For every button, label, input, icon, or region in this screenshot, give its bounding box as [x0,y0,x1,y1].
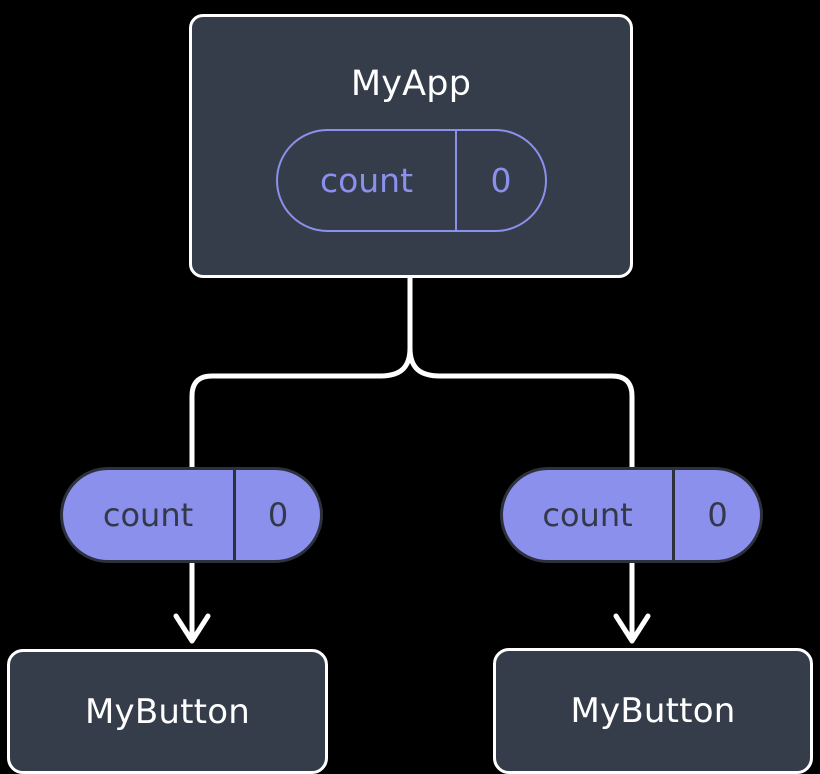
props-pill-value: 0 [267,496,289,534]
edge-to-left-child [189,345,413,470]
props-pill-key: count [63,470,236,560]
state-pill-key: count [278,131,457,230]
arrow-head-right [613,613,651,644]
props-pill-key: count [503,470,675,560]
props-pill-value: 0 [707,496,728,534]
state-pill-myapp[interactable]: count 0 [276,129,547,232]
component-label-mybutton: MyButton [570,691,736,731]
edge-to-right-child [407,345,635,470]
component-node-mybutton-left[interactable]: MyButton [7,649,328,774]
props-pill-right[interactable]: count 0 [500,467,763,563]
component-label-myapp: MyApp [350,64,472,104]
props-pill-left[interactable]: count 0 [60,467,323,563]
component-label-mybutton: MyButton [85,691,250,732]
component-node-mybutton-right[interactable]: MyButton [493,648,813,774]
state-pill-value: 0 [490,161,512,200]
arrow-head-left [173,613,211,644]
